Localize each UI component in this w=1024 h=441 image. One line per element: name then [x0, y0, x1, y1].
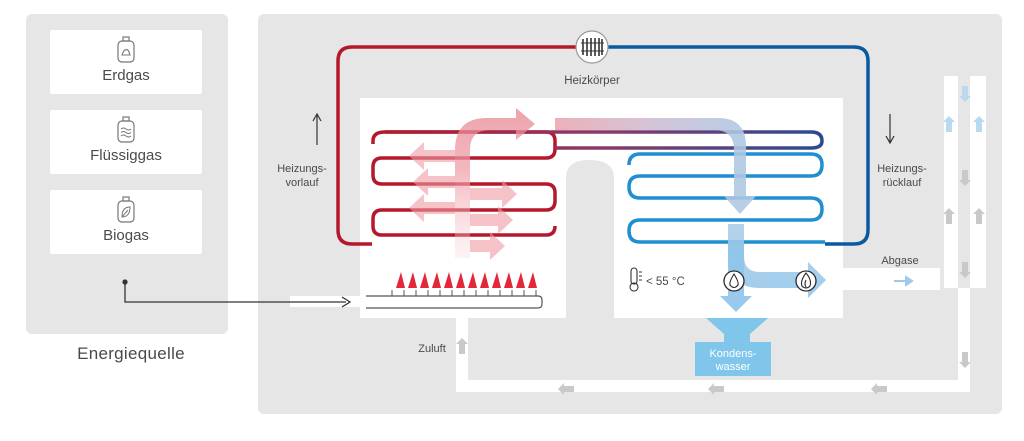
gas-bottle-waves-icon	[117, 116, 135, 143]
thermometer-icon	[629, 267, 642, 292]
exhaust-arrow-icon	[894, 275, 914, 287]
energy-source-panel: Erdgas Flüssiggas Biogas	[26, 14, 228, 334]
burner-flames	[396, 272, 537, 288]
radiator-icon	[575, 30, 609, 64]
gas-bottle-flame-icon	[117, 36, 135, 63]
flue-gas-crossover-arrow	[555, 118, 756, 214]
condensate-funnel	[706, 318, 768, 342]
return-label-line2: rücklauf	[883, 177, 922, 189]
condensate-drop-icon	[723, 270, 745, 292]
heating-supply-pipe	[336, 45, 596, 246]
supply-label-line1: Heizungs-	[277, 163, 327, 175]
intake-label: Zuluft	[418, 343, 446, 355]
exhaust-duct	[944, 76, 958, 288]
air-intake-channel	[456, 288, 970, 392]
radiator-label: Heizkörper	[564, 75, 620, 87]
burner-manifold	[366, 295, 543, 309]
primary-heat-exchanger-coil	[371, 130, 557, 237]
exhaust-duct-outer	[970, 76, 986, 288]
supply-label-line2: vorlauf	[285, 177, 319, 189]
return-label-line1: Heizungs-	[877, 163, 927, 175]
condensate-label-line2: wasser	[715, 361, 751, 373]
coil-crossover-pipe	[371, 130, 824, 150]
exhaust-label: Abgase	[881, 255, 918, 267]
source-card-fluessiggas: Flüssiggas	[50, 110, 202, 174]
heating-return-pipe	[596, 45, 870, 246]
hot-gas-arrow-up	[455, 108, 535, 258]
intake-duct-arrows	[456, 170, 985, 395]
gas-supply-line	[124, 282, 346, 303]
exhaust-duct-arrows	[943, 86, 985, 132]
source-label-erdgas: Erdgas	[102, 67, 150, 84]
source-card-erdgas: Erdgas	[50, 30, 202, 94]
secondary-heat-exchanger-coil	[627, 152, 825, 244]
source-label-biogas: Biogas	[103, 227, 149, 244]
source-card-biogas: Biogas	[50, 190, 202, 254]
condensate-tank	[695, 342, 771, 376]
temperature-label: < 55 °C	[646, 276, 685, 288]
energy-source-caption: Energiequelle	[77, 344, 185, 363]
supply-direction-arrow-icon	[312, 112, 322, 145]
gas-bottle-leaf-icon	[117, 196, 135, 223]
condensate-label-line1: Kondens-	[709, 348, 756, 360]
source-label-fluessiggas: Flüssiggas	[90, 147, 162, 164]
return-direction-arrow-icon	[885, 114, 895, 145]
